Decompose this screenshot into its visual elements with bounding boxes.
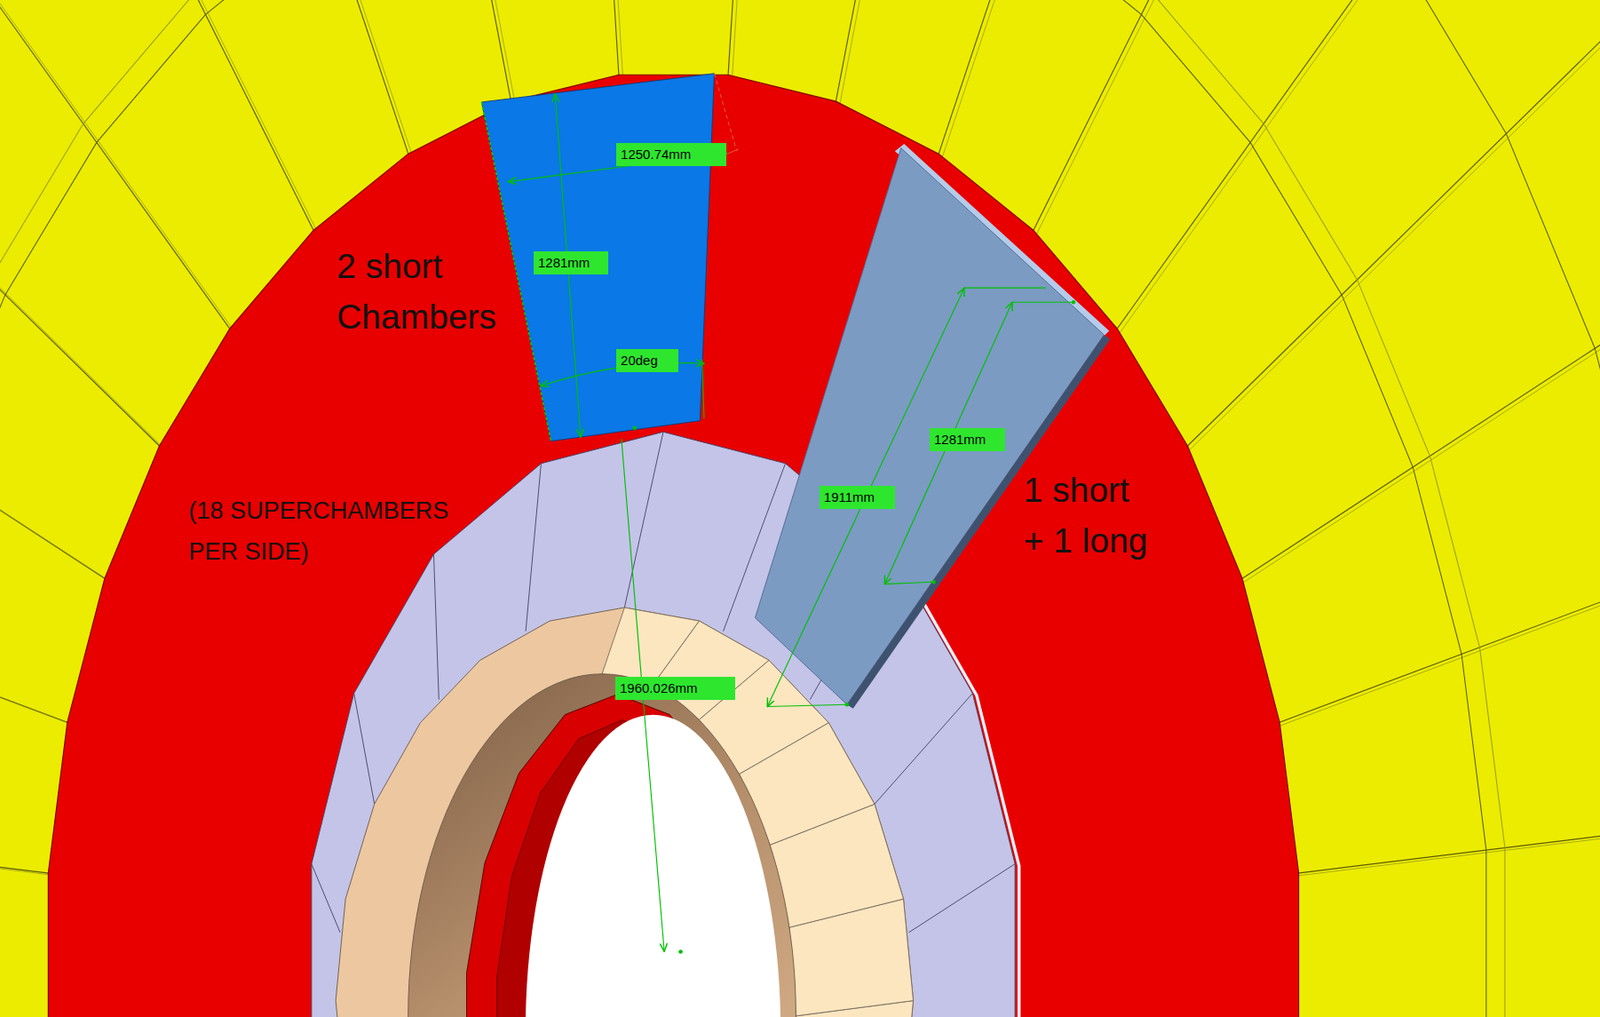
yoke-segment-line bbox=[731, 0, 782, 86]
dimension-label: 1960.026mm bbox=[615, 676, 736, 700]
yoke-segment-line bbox=[0, 0, 165, 452]
ring-segment-line bbox=[525, 463, 541, 632]
dimension-label: 1281mm bbox=[929, 427, 1006, 452]
yoke-segment-line bbox=[1273, 517, 1600, 725]
extension-line bbox=[884, 581, 932, 584]
dimension-line bbox=[884, 301, 1013, 584]
dimension-point bbox=[633, 425, 638, 430]
yoke-segment-line bbox=[0, 246, 115, 585]
yoke-segment-line bbox=[1116, 0, 1521, 337]
yoke-segment-line bbox=[0, 244, 111, 582]
yoke-segment-line bbox=[727, 0, 777, 84]
extension-line bbox=[1012, 301, 1074, 303]
cylinder-tile bbox=[601, 607, 699, 686]
extension-line bbox=[713, 73, 737, 151]
chamber-note: 2 short Chambers bbox=[336, 240, 516, 342]
dimension-label: 1281mm bbox=[533, 251, 609, 275]
yoke-segment-line bbox=[364, 0, 513, 111]
yoke-segment-line bbox=[1182, 0, 1600, 452]
ring-segment-line bbox=[354, 693, 375, 805]
yoke-segment-line bbox=[1277, 519, 1600, 727]
extension-line bbox=[726, 149, 739, 155]
yoke-segment-line bbox=[1033, 0, 1362, 240]
ring-segment-line bbox=[433, 554, 439, 700]
dimension-label: 1250.74mm bbox=[616, 142, 727, 167]
extension-line bbox=[702, 359, 705, 420]
yoke-segment-line bbox=[369, 0, 517, 112]
extension-line bbox=[767, 704, 848, 706]
yoke-segment-line bbox=[174, 0, 416, 164]
yoke-segment-line bbox=[1296, 806, 1600, 876]
beam-opening bbox=[525, 714, 781, 1017]
dimension-label: 1911mm bbox=[819, 485, 896, 509]
count-note: (18 SUPERCHAMBERS PER SIDE) bbox=[189, 490, 483, 572]
dimension-point bbox=[931, 579, 936, 585]
extension-line bbox=[964, 287, 1046, 289]
yoke-segment-line bbox=[1029, 0, 1358, 238]
ring-segment-line bbox=[311, 863, 341, 933]
ring-segment-line bbox=[874, 693, 973, 805]
yoke-segment-line bbox=[169, 0, 412, 162]
dimension-line bbox=[767, 287, 965, 706]
ring-segment-line bbox=[909, 863, 1015, 933]
yoke-segment-line bbox=[569, 0, 619, 84]
yoke-segment-line bbox=[1186, 0, 1600, 453]
yoke-segment-line bbox=[0, 803, 55, 873]
ring-segment-line bbox=[624, 431, 664, 608]
chamber-note: 1 short + 1 long bbox=[1023, 464, 1155, 566]
yoke-segment-line bbox=[1240, 246, 1600, 585]
yoke-segment-line bbox=[838, 0, 986, 112]
yoke-segment-line bbox=[935, 0, 1178, 162]
yoke-segment-line bbox=[1236, 244, 1600, 582]
short-chamber bbox=[481, 73, 714, 442]
yoke-segment-line bbox=[940, 0, 1182, 164]
yoke-segment-line bbox=[0, 0, 238, 337]
yoke-segment-line bbox=[1292, 803, 1600, 873]
yoke-segment-line bbox=[573, 0, 624, 86]
center-point bbox=[678, 949, 683, 954]
dimension-point bbox=[845, 702, 850, 707]
ring-edge bbox=[896, 555, 1020, 1017]
yoke-segment-line bbox=[0, 517, 74, 725]
yoke-segment-line bbox=[0, 0, 169, 453]
yoke-segment-line bbox=[0, 0, 322, 240]
yoke-segment-line bbox=[0, 519, 78, 727]
dimension-point bbox=[1071, 300, 1077, 305]
dimension-label: 20deg bbox=[616, 348, 679, 373]
